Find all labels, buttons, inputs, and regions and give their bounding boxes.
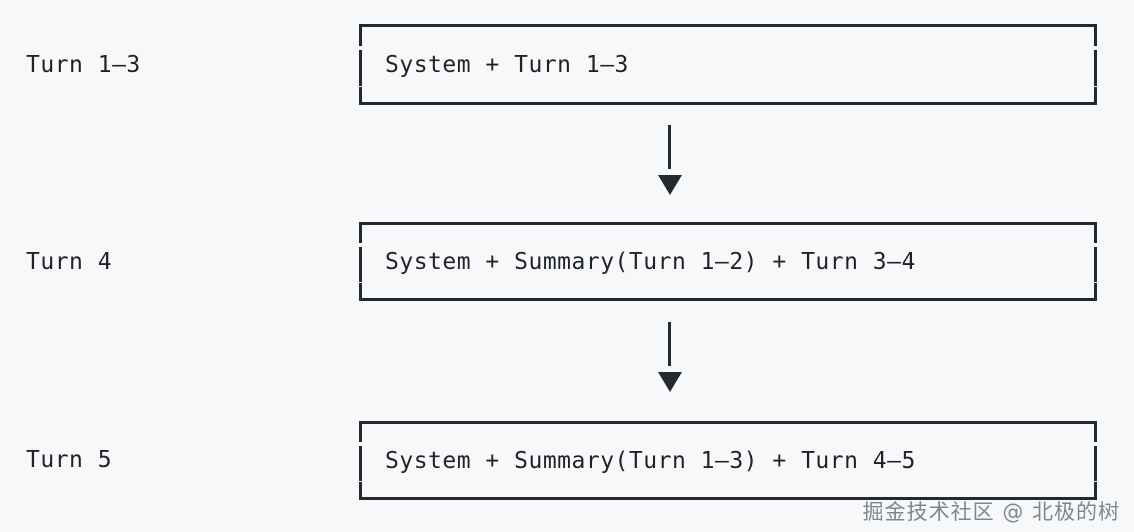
arrow-stem xyxy=(668,322,671,366)
context-box-label: System + Turn 1–3 xyxy=(385,51,629,78)
row-label-turn-1-3: Turn 1–3 xyxy=(26,52,141,78)
box-left-border-segment xyxy=(359,25,362,46)
box-bottom-border xyxy=(359,298,1097,301)
box-right-border-segment xyxy=(1094,50,1097,86)
context-box-label: System + Summary(Turn 1–2) + Turn 3–4 xyxy=(385,248,916,275)
box-right-border-segment xyxy=(1094,87,1097,104)
box-bottom-border xyxy=(359,497,1097,500)
box-left-border-segment xyxy=(359,87,362,104)
box-right-border-segment xyxy=(1094,482,1097,499)
box-bottom-border xyxy=(359,102,1097,105)
row-label-turn-4: Turn 4 xyxy=(26,249,113,275)
arrow-head xyxy=(658,372,682,392)
box-left-border-segment xyxy=(359,422,362,442)
box-top-border xyxy=(359,222,1097,225)
watermark: 掘金技术社区 @ 北极的树 xyxy=(862,500,1120,524)
box-right-border-segment xyxy=(1094,223,1097,243)
box-left-border-segment xyxy=(359,482,362,499)
box-right-border-segment xyxy=(1094,247,1097,282)
context-box-turn-4: System + Summary(Turn 1–2) + Turn 3–4 xyxy=(359,222,1097,301)
box-top-border xyxy=(359,24,1097,27)
box-left-border-segment xyxy=(359,50,362,86)
box-left-border-segment xyxy=(359,446,362,481)
context-box-label: System + Summary(Turn 1–3) + Turn 4–5 xyxy=(385,447,916,474)
arrow-head xyxy=(658,175,682,195)
box-top-border xyxy=(359,421,1097,424)
row-label-turn-5: Turn 5 xyxy=(26,447,113,473)
box-left-border-segment xyxy=(359,223,362,243)
box-right-border-segment xyxy=(1094,422,1097,442)
arrow-stem xyxy=(668,125,671,169)
box-right-border-segment xyxy=(1094,446,1097,481)
box-left-border-segment xyxy=(359,283,362,300)
context-box-turn-5: System + Summary(Turn 1–3) + Turn 4–5 xyxy=(359,421,1097,500)
context-box-turn-1-3: System + Turn 1–3 xyxy=(359,24,1097,105)
box-right-border-segment xyxy=(1094,283,1097,300)
box-left-border-segment xyxy=(359,247,362,282)
box-right-border-segment xyxy=(1094,25,1097,46)
